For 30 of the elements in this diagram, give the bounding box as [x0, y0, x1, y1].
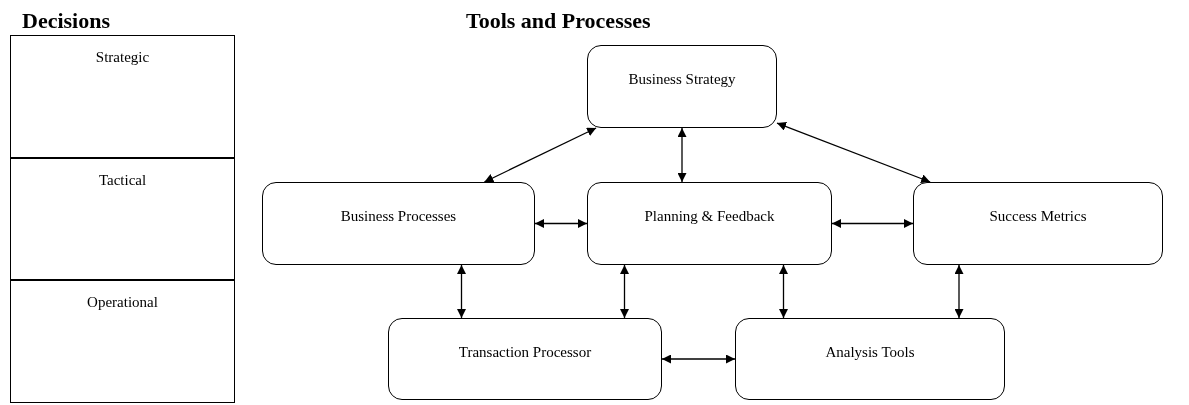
- process-box: [587, 45, 777, 128]
- node-label: Business Processes: [340, 207, 457, 226]
- process-box: [913, 182, 1163, 265]
- node-label: Business Strategy: [628, 70, 736, 89]
- process-box: [587, 182, 832, 265]
- level-band: [10, 158, 235, 280]
- section-heading: Tools and Processes: [466, 7, 651, 35]
- node-label: Success Metrics: [989, 207, 1087, 226]
- level-band: [10, 280, 235, 403]
- node-label: Transaction Processor: [458, 343, 592, 362]
- double-arrow: [483, 127, 597, 183]
- level-band: [10, 35, 235, 158]
- double-arrow: [457, 264, 466, 319]
- double-arrow: [661, 354, 736, 364]
- node-label: Strategic: [95, 48, 150, 67]
- double-arrow: [831, 219, 914, 228]
- double-arrow: [534, 219, 588, 228]
- double-arrow: [776, 122, 931, 183]
- node-label: Tactical: [98, 171, 147, 190]
- node-label: Analysis Tools: [825, 343, 915, 362]
- node-label: Operational: [87, 293, 158, 312]
- double-arrow: [677, 127, 687, 183]
- node-label: Planning & Feedback: [644, 207, 775, 226]
- process-box: [262, 182, 535, 265]
- double-arrow: [620, 264, 629, 319]
- double-arrow: [954, 264, 964, 319]
- double-arrow: [779, 264, 788, 319]
- process-box: [388, 318, 662, 400]
- process-box: [735, 318, 1005, 400]
- section-heading: Decisions: [22, 7, 110, 35]
